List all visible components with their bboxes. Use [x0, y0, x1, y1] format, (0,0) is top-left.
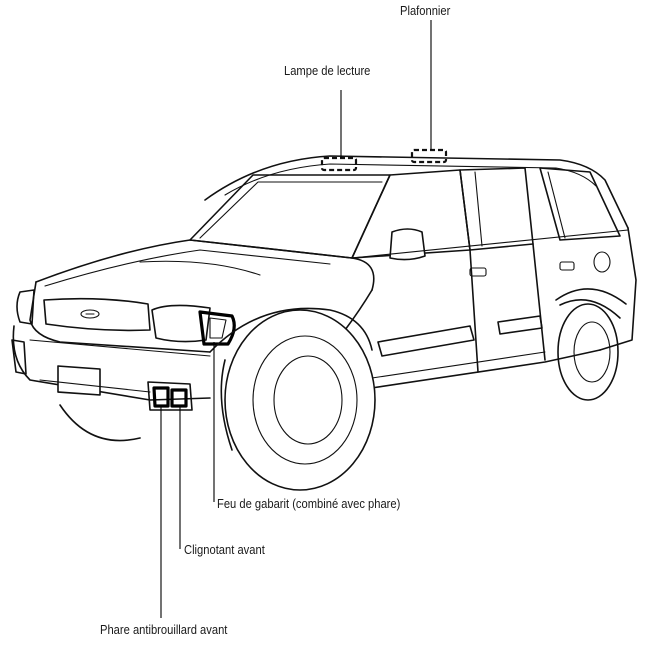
- label-feu-gabarit: Feu de gabarit (combiné avec phare): [217, 496, 401, 511]
- dome-lamp-marker: [410, 148, 448, 164]
- rear-wheel: [557, 298, 621, 401]
- reading-lamp-marker: [320, 156, 358, 172]
- label-plafonnier: Plafonnier: [400, 3, 451, 18]
- label-lampe-lecture: Lampe de lecture: [284, 63, 371, 78]
- front-wheel: [59, 307, 376, 491]
- label-antibrouillard: Phare antibrouillard avant: [100, 622, 228, 637]
- vehicle-body: [11, 155, 637, 411]
- label-clignotant: Clignotant avant: [184, 542, 265, 557]
